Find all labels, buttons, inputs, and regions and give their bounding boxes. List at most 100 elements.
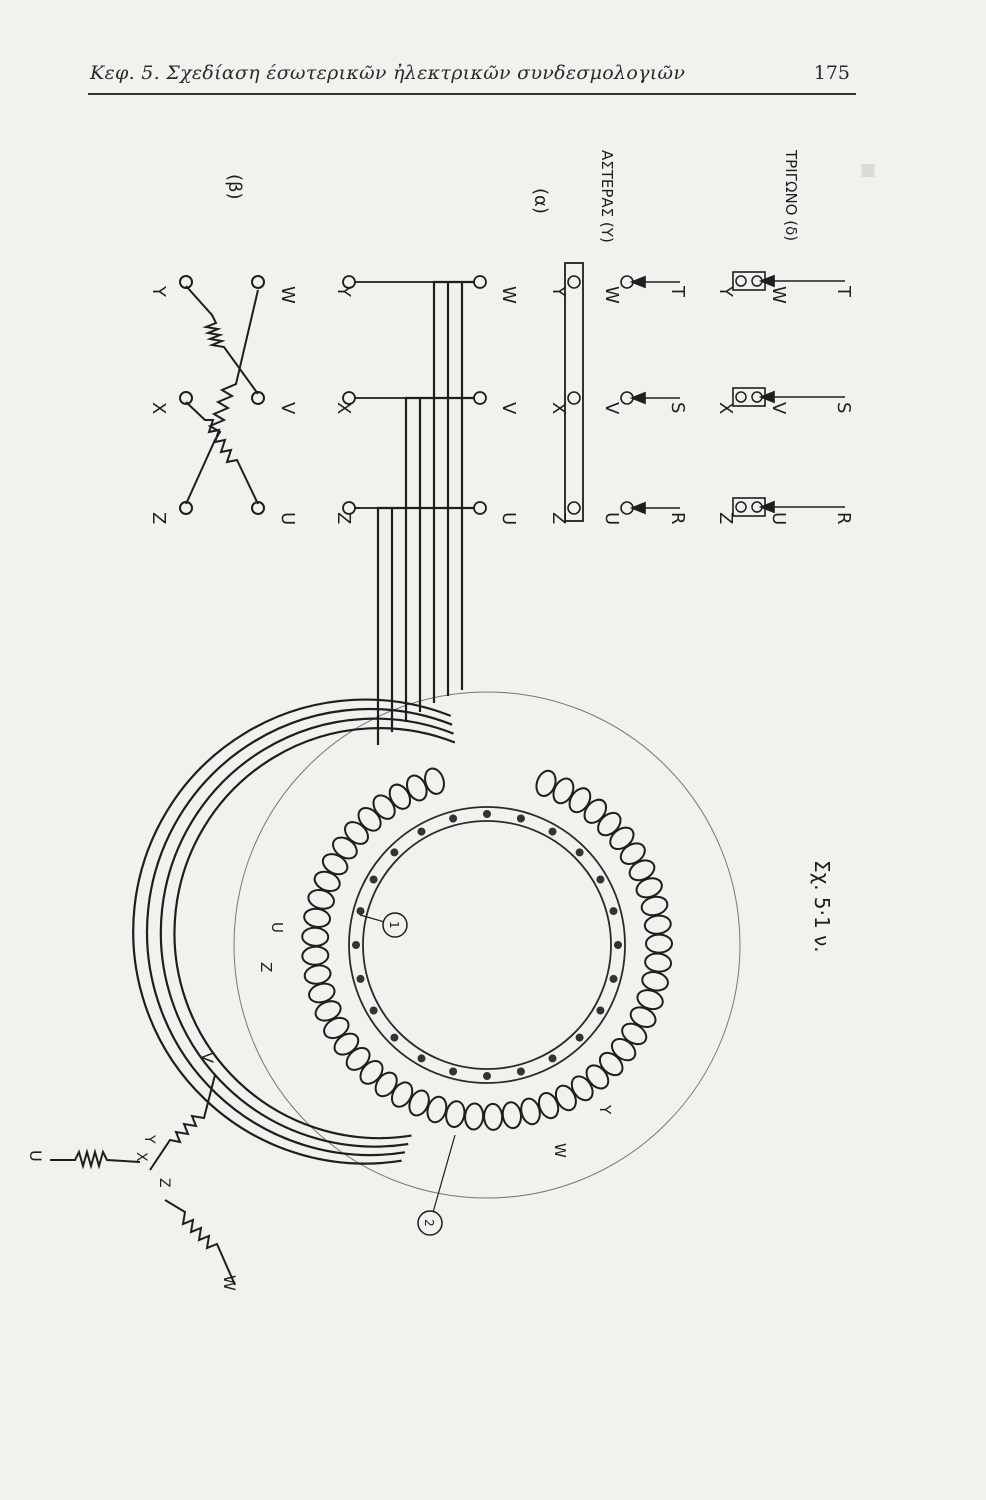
rotor-slot-dot — [609, 907, 618, 916]
chapter-title: Κεφ. 5. Σχεδίαση έσωτερικῶν ἠλεκτρικῶν σ… — [90, 62, 686, 84]
coil-turn — [359, 1060, 384, 1085]
rotor-slot-dot — [449, 1067, 458, 1076]
coil-turn — [303, 907, 332, 929]
rotor-slot-dot — [390, 848, 399, 857]
label-z-main: Z — [333, 512, 354, 524]
lead-arc — [132, 698, 452, 1165]
label-x-delta: X — [715, 402, 736, 414]
coil-turn — [374, 1071, 398, 1098]
rotor-slot-dot — [483, 810, 491, 818]
panel-beta-windings — [179, 275, 265, 515]
callout-markers — [359, 912, 456, 1236]
label-v-delta: V — [768, 402, 789, 415]
label-beta: (β) — [224, 174, 245, 200]
label-x-star: X — [548, 402, 569, 414]
coil-turn — [344, 821, 369, 845]
coil-turn — [301, 926, 330, 947]
coil-turn — [345, 1046, 371, 1071]
callout-1-number: 1 — [387, 921, 401, 929]
coil-turn — [585, 1064, 610, 1090]
coil-turn — [628, 859, 656, 882]
label-u-ring: U — [268, 922, 286, 933]
label-v-main: V — [498, 402, 519, 415]
lead-arc — [145, 707, 453, 1157]
coil-turn — [314, 1000, 342, 1022]
rotor-slot-dot — [352, 941, 360, 949]
label-x-main: X — [333, 402, 354, 414]
label-z-beta: Z — [148, 512, 169, 524]
coil-turn — [570, 1075, 594, 1102]
label-t-delta: T — [833, 285, 854, 298]
rotor-slot-dot — [548, 827, 557, 836]
label-z-star: Z — [548, 512, 569, 524]
coil-turn — [535, 769, 557, 797]
page-header: Κεφ. 5. Σχεδίαση έσωτερικῶν ἠλεκτρικῶν σ… — [90, 60, 850, 94]
coil-turn — [643, 914, 672, 935]
rotor-slot-dot — [614, 941, 622, 949]
label-u-sketch: U — [26, 1150, 45, 1162]
label-s-star: S — [667, 402, 688, 413]
coil-turn — [388, 783, 412, 810]
label-w-sketch: W — [220, 1275, 239, 1291]
rotor-slot-dot — [575, 1033, 584, 1042]
rotor-slot-dot — [369, 1006, 378, 1015]
coil-turn — [640, 895, 669, 917]
coil-turn — [609, 826, 635, 851]
label-y-star: Y — [548, 285, 569, 298]
label-r-star: R — [667, 512, 688, 525]
vertical-leads — [376, 280, 480, 745]
coil-turn — [372, 794, 396, 820]
terminal-circles-top — [342, 275, 487, 515]
label-w-ring: W — [551, 1143, 569, 1158]
rotor-slot-dot — [356, 907, 365, 916]
star-terminal-block — [564, 262, 680, 522]
coil-turn — [321, 853, 349, 876]
callout-2-number: 2 — [422, 1219, 436, 1227]
label-v-beta: V — [277, 402, 298, 415]
lead-wires — [132, 698, 456, 1165]
label-w-beta: W — [277, 286, 298, 304]
rotor-slot-dot — [390, 1033, 399, 1042]
label-u-delta: U — [768, 512, 789, 525]
coil-turn — [537, 1092, 560, 1120]
label-y-ring: Y — [596, 1104, 614, 1115]
coil-turn — [583, 798, 608, 824]
header-rule — [88, 93, 856, 95]
rotor-slot-dot — [516, 1067, 525, 1076]
label-u-star: U — [601, 512, 622, 525]
coil-turn — [424, 767, 445, 795]
label-y-sketch: Y — [141, 1134, 157, 1144]
rotor-slot-dot — [548, 1054, 557, 1063]
label-x-sketch: X — [133, 1152, 149, 1162]
coil-turn — [619, 842, 646, 865]
coil-turn — [323, 1016, 350, 1040]
coil-turn — [301, 945, 330, 966]
label-t-star: T — [667, 285, 688, 298]
coil-turn — [621, 1022, 648, 1046]
coil-turn — [303, 964, 332, 985]
page-number: 175 — [813, 62, 850, 84]
stator-ring — [233, 691, 741, 1199]
lead-arc — [159, 717, 454, 1148]
rotor-slot-dot — [609, 974, 618, 983]
label-z-delta: Z — [715, 512, 736, 524]
rotor-slot-dot — [596, 875, 605, 884]
coil-turn — [520, 1097, 541, 1126]
coil-turn — [464, 1102, 485, 1131]
coil-turn — [644, 952, 673, 973]
label-w-star: W — [601, 286, 622, 304]
coil-turn — [406, 774, 428, 802]
label-r-delta: R — [833, 512, 854, 525]
label-v-star: V — [601, 402, 622, 415]
label-s-delta: S — [833, 402, 854, 413]
coil-turn — [598, 1051, 624, 1077]
label-y-main: Y — [333, 285, 354, 298]
label-w-main: W — [498, 286, 519, 304]
coil-turn — [568, 787, 592, 814]
coil-turn — [445, 1100, 466, 1128]
lead-arc — [173, 727, 456, 1140]
label-z-ring: Z — [257, 962, 275, 972]
coil-turn — [645, 933, 673, 954]
label-v-sketch: V — [198, 1052, 217, 1063]
rotor-slots — [352, 810, 622, 1080]
